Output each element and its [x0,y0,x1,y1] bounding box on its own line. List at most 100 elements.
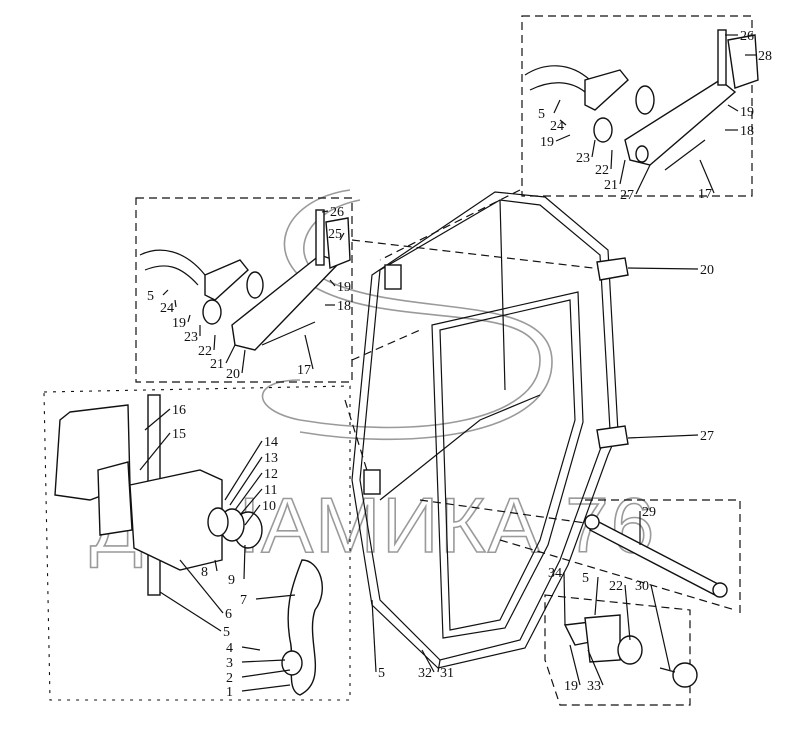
callout-lock-assembly: 1 [226,685,233,700]
lock-assembly [54,394,323,696]
callout-top-right-hinge: 22 [595,163,609,178]
leader-line [241,646,261,651]
leader-line [234,472,263,511]
callout-middle-hinge: 23 [184,330,198,345]
leader-line [727,104,739,112]
leader-line [563,571,566,626]
callout-top-right-hinge: 24 [550,119,564,134]
leader-line [243,544,246,580]
callout-top-right-hinge: 19 [740,105,754,120]
callout-lock-assembly: 6 [225,607,232,622]
callout-middle-hinge: 26 [330,205,344,220]
callout-lock-assembly: 4 [226,641,233,656]
callout-middle-hinge: 25 [328,227,342,242]
callout-lock-assembly: 15 [172,427,186,442]
callout-top-right-hinge: 27 [620,188,634,203]
leader-line [162,289,169,296]
callout-top-right-hinge: 21 [604,178,618,193]
leader-line [635,164,651,195]
leader-line [159,591,222,632]
middle-hinge [139,209,351,351]
leader-line [650,584,671,671]
leader-line [255,594,296,600]
callout-top-right-hinge: 18 [740,124,754,139]
leader-line [610,149,613,170]
leader-line [214,559,218,572]
leader-line [569,644,581,686]
leader-line [555,134,571,142]
leader-line [174,299,177,308]
leader-line [179,559,224,614]
callout-lock-assembly: 16 [172,403,186,418]
leader-line [587,649,604,686]
callout-door-frame: 27 [700,429,714,444]
leader-line [437,659,441,673]
callout-lock-assembly: 12 [264,467,278,482]
leader-line [339,232,345,241]
leader-line [144,408,171,431]
callout-middle-hinge: 19 [337,280,351,295]
callout-lock-assembly: 8 [201,565,208,580]
callout-gas-strut: 5 [582,571,589,586]
callout-gas-strut: 30 [635,579,649,594]
leader-line [627,267,699,270]
callout-middle-hinge: 18 [337,299,351,314]
callout-door-frame: 5 [378,666,385,681]
top-right-hinge [524,29,759,171]
callout-door-frame: 20 [700,263,714,278]
callout-lock-assembly: 2 [226,671,233,686]
leader-line [591,139,596,158]
callout-lock-assembly: 10 [262,499,276,514]
leader-line [321,210,329,213]
callout-gas-strut: 33 [587,679,601,694]
callout-middle-hinge: 5 [147,289,154,304]
callout-labels: 2628524192322212719181726255241923222120… [147,29,772,700]
callout-gas-strut: 19 [564,679,578,694]
leader-lines [139,34,756,692]
leader-line [699,159,715,194]
callout-top-right-hinge: 26 [740,29,754,44]
callout-lock-assembly: 13 [264,451,278,466]
leader-line [187,314,191,323]
leader-line [244,504,261,526]
callout-lock-assembly: 3 [226,656,233,671]
callout-door-frame: 32 [418,666,432,681]
leader-line [594,576,599,616]
callout-gas-strut: 29 [642,505,656,520]
callout-middle-hinge: 22 [198,344,212,359]
callout-top-right-hinge: 17 [698,187,712,202]
leader-line [421,649,435,673]
leader-line [553,99,561,114]
gas-strut [563,514,728,688]
leader-line [241,669,291,678]
callout-top-right-hinge: 23 [576,151,590,166]
leader-line [229,456,263,506]
callout-middle-hinge: 19 [172,316,186,331]
callout-lock-assembly: 9 [228,573,235,588]
leader-line [239,488,263,516]
leader-line [224,440,263,501]
callout-middle-hinge: 17 [297,363,311,378]
callout-gas-strut: 34 [548,566,562,581]
watermark-logo [261,189,553,441]
door-frame [351,191,629,669]
callout-middle-hinge: 24 [160,301,174,316]
leader-line [139,432,171,471]
callout-top-right-hinge: 28 [758,49,772,64]
leader-line [241,684,291,692]
callout-middle-hinge: 20 [226,367,240,382]
leader-line [371,599,377,673]
callout-lock-assembly: 14 [264,435,278,450]
leader-line [624,584,631,641]
leader-line [213,334,216,351]
leader-line [627,434,699,439]
dashed-groups [43,15,753,706]
leader-line [241,659,286,663]
callout-lock-assembly: 5 [223,625,230,640]
callout-lock-assembly: 7 [240,593,247,608]
leader-line [559,119,567,126]
callout-middle-hinge: 21 [210,357,224,372]
leader-line [619,159,626,185]
leader-line [225,344,236,364]
